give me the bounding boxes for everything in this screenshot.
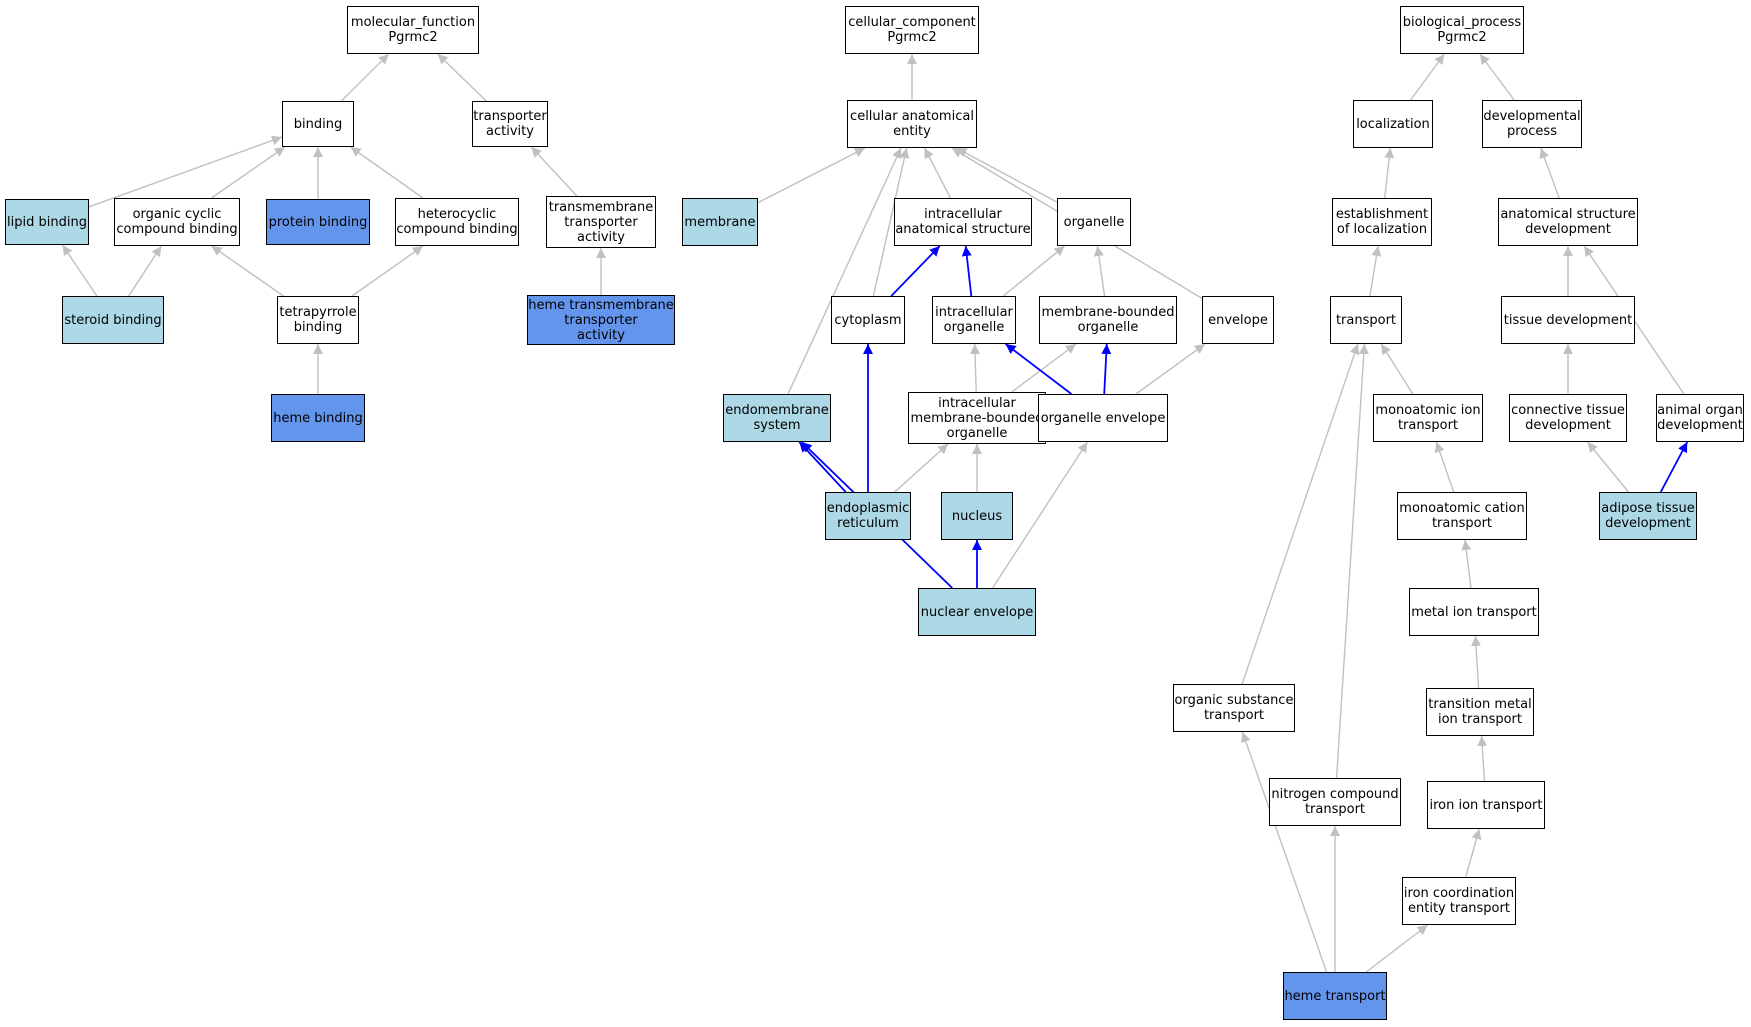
edge-iron_coordination_entity_transport-to-iron_ion_transport <box>1465 828 1482 878</box>
node-lipid-binding[interactable]: lipid binding <box>5 199 89 245</box>
edge-transition_metal_ion_transport-to-metal_ion_transport <box>1471 635 1482 689</box>
edge-membrane-to-cellular_anatomical_entity <box>757 147 866 204</box>
edge-developmental_process-to-bp_root <box>1479 53 1515 101</box>
node-establishment-of-localization[interactable]: establishment of localization <box>1332 198 1432 246</box>
edge-binding-to-mf_root <box>340 53 390 102</box>
edge-anatomical_structure_development-to-developmental_process <box>1539 147 1560 199</box>
edge-organelle_envelope-to-envelope <box>1135 343 1206 395</box>
edge-adipose_tissue_development-to-animal_organ_development <box>1659 441 1689 493</box>
node-monoatomic-cation-transport[interactable]: monoatomic cation transport <box>1397 492 1527 540</box>
node-connective-tissue-development[interactable]: connective tissue development <box>1509 394 1627 442</box>
edge-intracellular_organelle-to-intracellular_anatomical_structure <box>961 245 973 297</box>
edge-organelle-to-cellular_anatomical_entity <box>956 147 1058 203</box>
node-transport[interactable]: transport <box>1330 296 1402 344</box>
node-nuclear-envelope[interactable]: nuclear envelope <box>918 588 1036 636</box>
node-intracellular-membrane-bounded-organelle[interactable]: intracellular membrane-bounded organelle <box>908 392 1046 444</box>
node-transporter-activity[interactable]: transporter activity <box>472 101 548 147</box>
node-organic-cyclic-compound-binding[interactable]: organic cyclic compound binding <box>114 198 240 246</box>
node-organic-substance-transport[interactable]: organic substance transport <box>1173 684 1295 732</box>
node-membrane-bounded-organelle[interactable]: membrane-bounded organelle <box>1039 296 1177 344</box>
edge-establishment_of_localization-to-localization <box>1383 147 1395 199</box>
node-membrane[interactable]: membrane <box>682 198 758 246</box>
node-protein-binding[interactable]: protein binding <box>266 199 370 245</box>
node-iron-coordination-entity-transport[interactable]: iron coordination entity transport <box>1402 877 1516 925</box>
edge-intracellular_organelle-to-organelle <box>1002 245 1066 297</box>
edge-layer <box>61 53 1689 973</box>
node-organelle[interactable]: organelle <box>1057 198 1131 246</box>
node-heme-binding[interactable]: heme binding <box>271 394 365 442</box>
node-cellular-component[interactable]: cellular_component Pgrmc2 <box>845 6 979 54</box>
node-binding[interactable]: binding <box>282 101 354 147</box>
node-heme-transport[interactable]: heme transport <box>1283 972 1387 1020</box>
edge-tetrapyrrole_binding-to-heterocyclic_compound_binding <box>351 245 424 297</box>
edge-monoatomic_ion_transport-to-transport <box>1380 343 1414 395</box>
node-nucleus[interactable]: nucleus <box>941 492 1013 540</box>
node-transition-metal-ion-transport[interactable]: transition metal ion transport <box>1426 688 1534 736</box>
edge-nuclear_envelope-to-organelle_envelope <box>992 441 1088 589</box>
edge-metal_ion_transport-to-monoatomic_cation_transport <box>1461 539 1472 589</box>
edge-localization-to-bp_root <box>1410 53 1445 101</box>
edge-adipose_tissue_development-to-connective_tissue_development <box>1587 441 1629 493</box>
node-biological-process[interactable]: biological_process Pgrmc2 <box>1400 6 1524 54</box>
edge-intracellular_membrane_bounded_organelle-to-membrane_bounded_organelle <box>1011 343 1077 393</box>
edge-steroid_binding-to-organic_cyclic_compound_binding <box>128 245 162 297</box>
node-organelle-envelope[interactable]: organelle envelope <box>1038 394 1168 442</box>
node-transmembrane-transporter-activity[interactable]: transmembrane transporter activity <box>546 196 656 248</box>
node-cellular-anatomical-entity[interactable]: cellular anatomical entity <box>847 100 977 148</box>
edge-intracellular_anatomical_structure-to-cellular_anatomical_entity <box>923 147 952 199</box>
node-tetrapyrrole-binding[interactable]: tetrapyrrole binding <box>277 296 359 344</box>
node-intracellular-organelle[interactable]: intracellular organelle <box>932 296 1016 344</box>
edge-heme_transport-to-iron_coordination_entity_transport <box>1365 924 1429 973</box>
node-developmental-process[interactable]: developmental process <box>1482 100 1582 148</box>
edge-lipid_binding-to-binding <box>88 135 283 208</box>
edge-organelle_envelope-to-intracellular_organelle <box>1005 343 1072 395</box>
edge-organic_cyclic_compound_binding-to-binding <box>211 146 286 199</box>
edge-transport-to-establishment_of_localization <box>1369 245 1382 297</box>
edge-intracellular_membrane_bounded_organelle-to-intracellular_organelle <box>970 343 981 393</box>
node-heterocyclic-compound-binding[interactable]: heterocyclic compound binding <box>395 198 519 246</box>
edge-iron_ion_transport-to-transition_metal_ion_transport <box>1477 735 1488 782</box>
node-nitrogen-compound-transport[interactable]: nitrogen compound transport <box>1269 778 1401 826</box>
edge-endoplasmic_reticulum-to-endomembrane_system <box>798 441 847 493</box>
edge-monoatomic_cation_transport-to-monoatomic_ion_transport <box>1434 441 1455 493</box>
node-tissue-development[interactable]: tissue development <box>1501 296 1635 344</box>
node-molecular-function[interactable]: molecular_function Pgrmc2 <box>347 6 479 54</box>
node-cytoplasm[interactable]: cytoplasm <box>831 296 905 344</box>
node-metal-ion-transport[interactable]: metal ion transport <box>1409 588 1539 636</box>
edge-organelle_envelope-to-membrane_bounded_organelle <box>1101 343 1112 395</box>
node-endoplasmic-reticulum[interactable]: endoplasmic reticulum <box>825 492 911 540</box>
node-monoatomic-ion-transport[interactable]: monoatomic ion transport <box>1373 394 1483 442</box>
edge-heme_transport-to-organic_substance_transport <box>1241 731 1328 973</box>
edge-steroid_binding-to-lipid_binding <box>61 244 98 297</box>
node-animal-organ-development[interactable]: animal organ development <box>1656 394 1744 442</box>
edge-endomembrane_system-to-cellular_anatomical_entity <box>787 147 902 395</box>
node-envelope[interactable]: envelope <box>1202 296 1274 344</box>
edge-cytoplasm-to-intracellular_anatomical_structure <box>890 245 941 297</box>
edge-transmembrane_transporter_activity-to-transporter_activity <box>530 146 578 197</box>
edge-heterocyclic_compound_binding-to-binding <box>350 146 424 199</box>
node-endomembrane-system[interactable]: endomembrane system <box>723 394 831 442</box>
node-anatomical-structure-development[interactable]: anatomical structure development <box>1498 198 1638 246</box>
node-iron-ion-transport[interactable]: iron ion transport <box>1427 781 1545 829</box>
node-heme-transmembrane-transporter-activity[interactable]: heme transmembrane transporter activity <box>527 295 675 345</box>
node-localization[interactable]: localization <box>1353 100 1433 148</box>
edge-organic_substance_transport-to-transport <box>1241 343 1360 685</box>
edge-transporter_activity-to-mf_root <box>437 53 487 102</box>
edge-cytoplasm-to-cellular_anatomical_entity <box>872 147 910 297</box>
node-intracellular-anatomical-structure[interactable]: intracellular anatomical structure <box>894 198 1032 246</box>
edge-membrane_bounded_organelle-to-organelle <box>1093 245 1106 297</box>
node-steroid-binding[interactable]: steroid binding <box>62 296 164 344</box>
edge-nitrogen_compound_transport-to-transport <box>1335 343 1369 779</box>
edge-tetrapyrrole_binding-to-organic_cyclic_compound_binding <box>211 245 284 297</box>
edge-endoplasmic_reticulum-to-intracellular_membrane_bounded_organelle <box>894 443 949 493</box>
node-adipose-tissue-development[interactable]: adipose tissue development <box>1599 492 1697 540</box>
